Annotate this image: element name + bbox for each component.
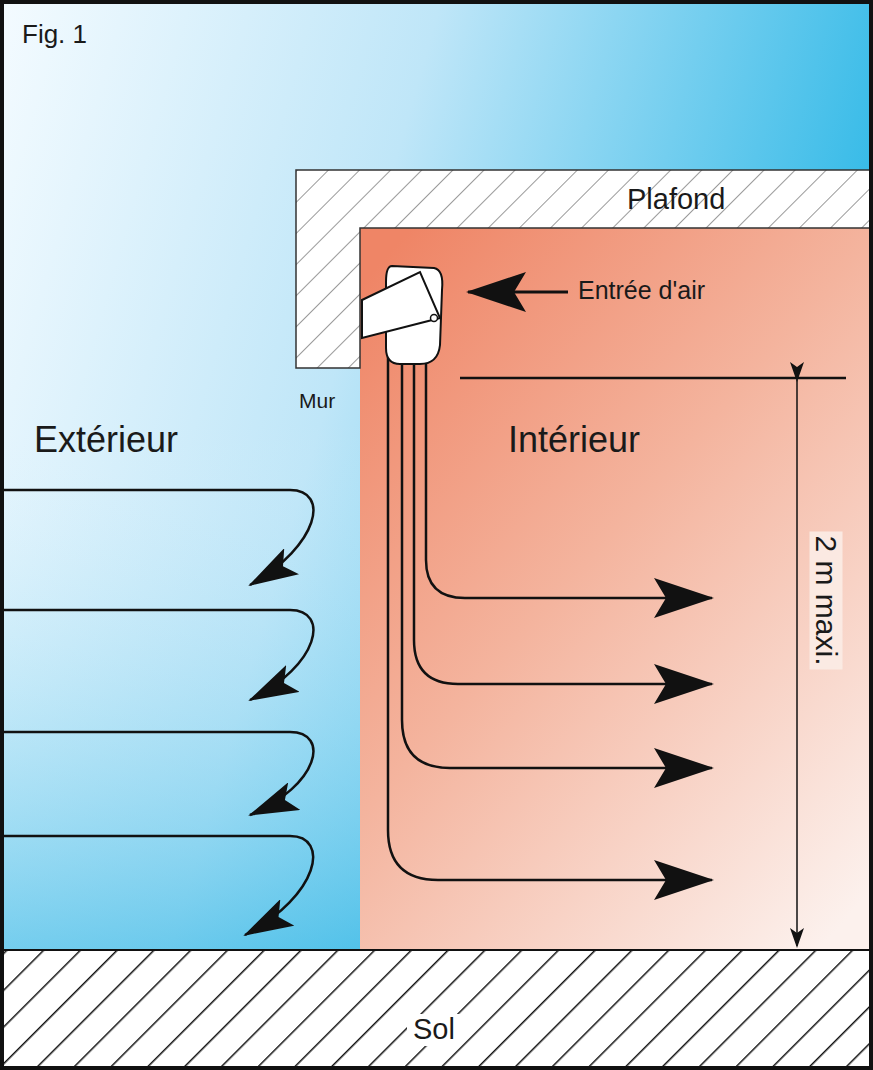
exterior-label: Extérieur <box>34 420 178 460</box>
figure-label: Fig. 1 <box>22 20 87 49</box>
air-inlet-label: Entrée d'air <box>578 277 705 305</box>
wall-label: Mur <box>299 389 335 412</box>
interior-label: Intérieur <box>508 420 640 460</box>
ceiling-label: Plafond <box>627 184 725 216</box>
floor-label: Sol <box>407 1014 461 1046</box>
dimension-label: 2 m maxi. <box>810 531 843 669</box>
